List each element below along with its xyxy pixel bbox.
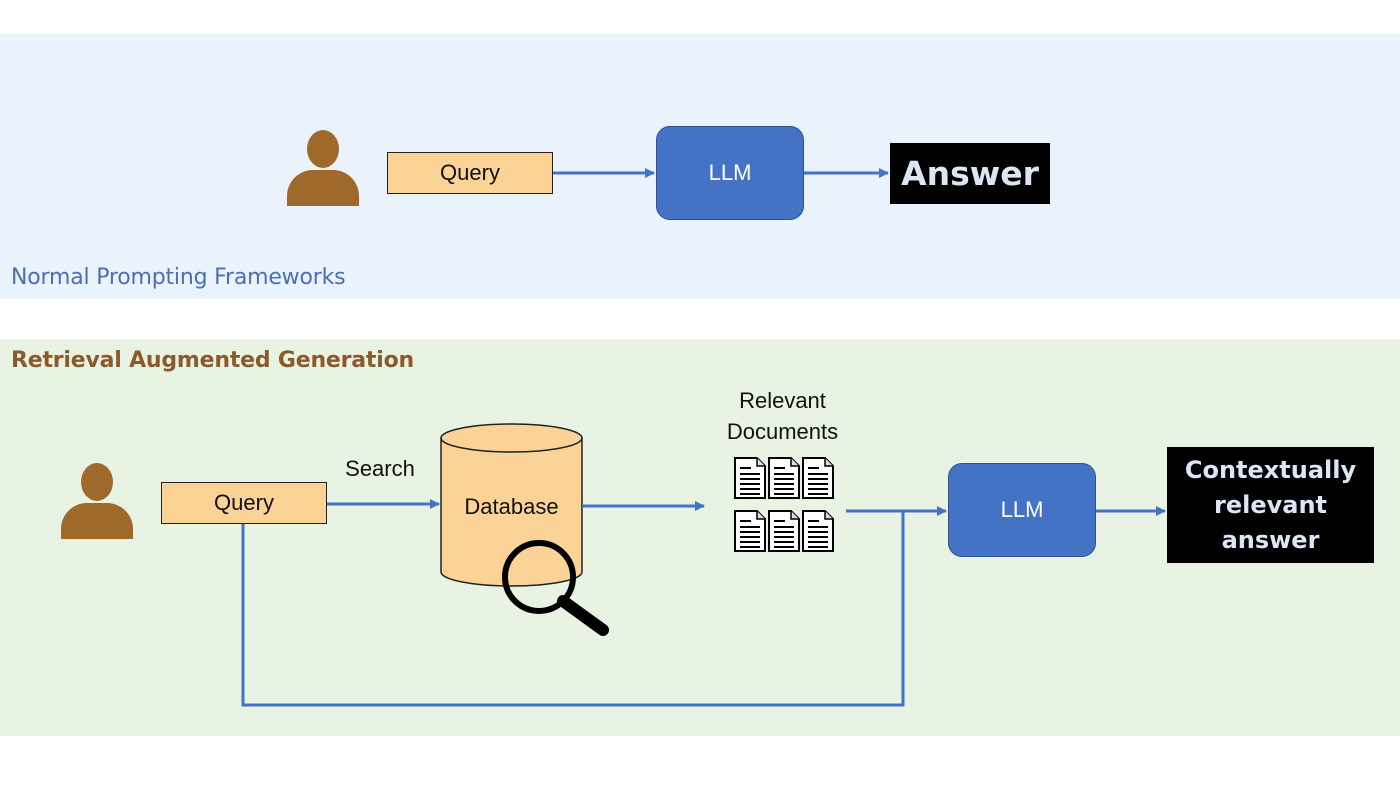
query-box: Query: [387, 152, 553, 194]
rag-query-box: Query: [161, 482, 327, 524]
magnifier-icon: [502, 540, 609, 636]
person-icon: [60, 463, 134, 539]
database-label: Database: [464, 494, 559, 519]
query-bypass-line: [241, 511, 905, 707]
answer-box: Answer: [890, 143, 1050, 204]
contextual-answer-box: Contextually relevant answer: [1167, 447, 1374, 563]
rag-llm-box: LLM: [948, 463, 1096, 557]
person-icon: [286, 130, 360, 206]
document-icon: [768, 510, 800, 552]
search-label: Search: [345, 456, 415, 481]
document-icon: [802, 510, 834, 552]
document-icon: [734, 510, 766, 552]
relevant-documents-label: Relevant Documents: [726, 388, 839, 444]
normal-prompting-label: Normal Prompting Frameworks: [11, 265, 346, 290]
llm-box: LLM: [656, 126, 804, 220]
document-icon: [734, 457, 766, 499]
database-icon: [440, 423, 583, 587]
rag-label: Retrieval Augmented Generation: [11, 348, 414, 373]
document-icon: [802, 457, 834, 499]
document-icon-group: [734, 457, 834, 552]
rag-panel: [0, 339, 1400, 736]
document-icon: [768, 457, 800, 499]
